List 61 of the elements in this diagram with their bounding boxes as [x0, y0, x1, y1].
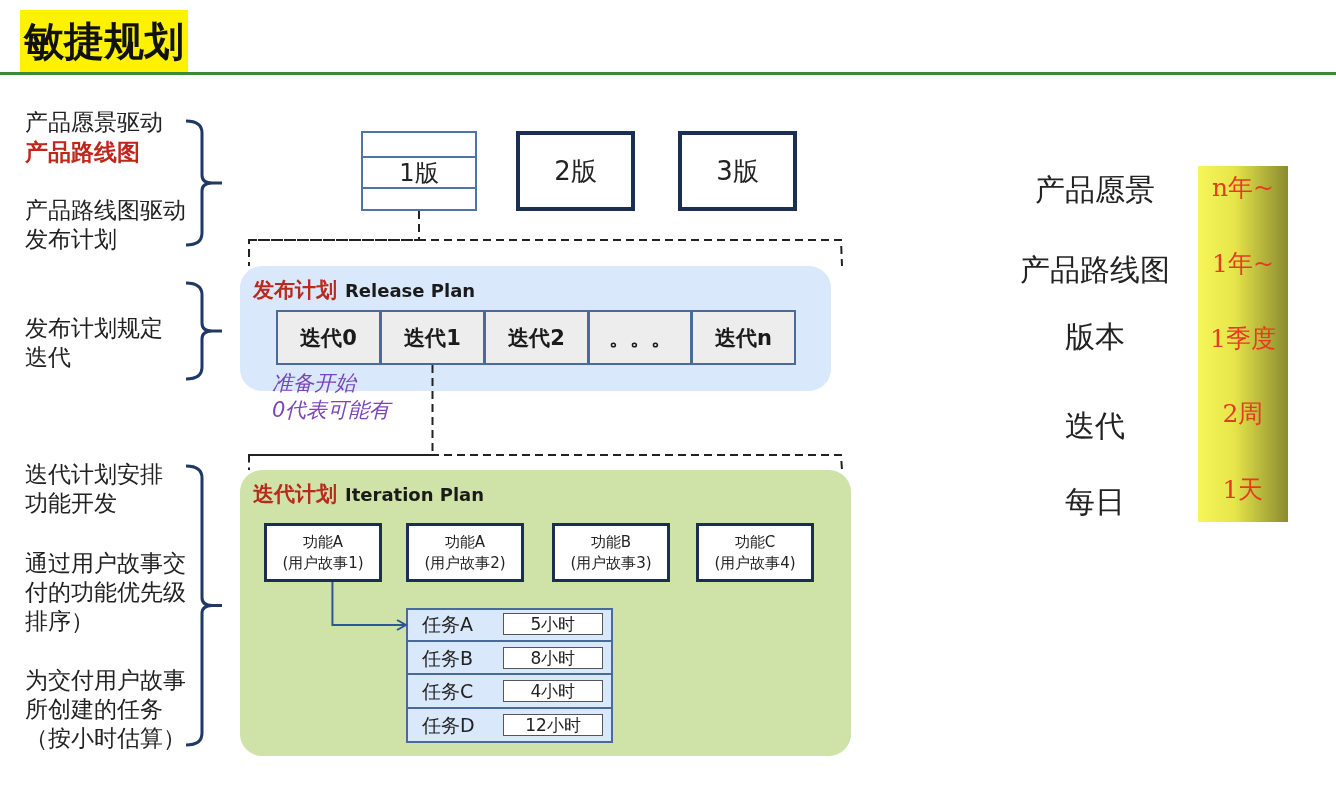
panel-heading: 迭代计划 [253, 482, 337, 506]
scale-label: 产品路线图 [1019, 251, 1171, 289]
task-table [406, 608, 613, 743]
page-title: 敏捷规划 [20, 10, 188, 72]
duration-label: 1天 [1221, 474, 1265, 506]
estimate-field: 4小时 [503, 680, 603, 702]
feature-box [264, 523, 382, 582]
feature-box [552, 523, 670, 582]
duration-label: 1季度 [1209, 323, 1277, 355]
note-text: 迭代计划安排功能开发 [25, 460, 164, 518]
iteration-label: 。。。 [608, 324, 672, 352]
note-text: 发布计划规定迭代 [25, 314, 164, 372]
iteration-cell [380, 310, 485, 365]
scale-label: 每日 [1064, 483, 1126, 521]
duration-label: 2周 [1221, 398, 1265, 430]
note-text: 为交付用户故事所创建的任务（按小时估算） [25, 666, 187, 753]
task-name: 任务B [422, 646, 474, 671]
note-text: 产品路线图 [25, 138, 141, 167]
version-label: 3版 [716, 154, 759, 188]
dashed-connector [248, 210, 420, 267]
note-text: 产品愿景驱动 [25, 108, 164, 137]
version-label: 1版 [398, 160, 440, 186]
note-text: 产品路线图驱动发布计划 [25, 196, 187, 254]
task-name: 任务D [422, 713, 475, 738]
iteration-cell [588, 310, 692, 365]
feature-label: 功能C (用户故事4) [713, 531, 797, 574]
panel-heading: Iteration Plan [345, 484, 485, 505]
panel-heading: 发布计划 [253, 278, 337, 302]
estimate-field: 8小时 [503, 647, 603, 669]
task-name: 任务C [422, 679, 474, 704]
estimate-field: 5小时 [503, 613, 603, 635]
duration-label: n年~ [1210, 172, 1276, 204]
panel-heading: Release Plan [345, 280, 476, 301]
version-box [678, 131, 797, 211]
feature-box [406, 523, 524, 582]
version-label: 2版 [554, 154, 597, 188]
scale-label: 版本 [1064, 318, 1126, 356]
iteration-label: 迭代0 [300, 324, 357, 352]
scale-label: 产品愿景 [1034, 171, 1156, 209]
iteration-label: 迭代2 [508, 324, 565, 352]
iteration-label: 迭代n [715, 324, 772, 352]
duration-label: 1年~ [1211, 248, 1275, 280]
task-name: 任务A [422, 612, 473, 637]
iteration-cell [484, 310, 589, 365]
feature-label: 功能A (用户故事2) [423, 531, 507, 574]
iteration-label: 迭代1 [404, 324, 461, 352]
plan-panel [240, 470, 851, 756]
note-text: 准备开始 0代表可能有 [272, 370, 394, 424]
duration-bar [1198, 166, 1288, 522]
iteration-cell [276, 310, 381, 365]
feature-label: 功能B (用户故事3) [569, 531, 653, 574]
feature-box [696, 523, 814, 582]
dashed-connector [248, 364, 434, 471]
version-box [361, 131, 477, 211]
estimate-field: 12小时 [503, 714, 603, 736]
note-text: 通过用户故事交付的功能优先级排序） [25, 549, 187, 636]
feature-label: 功能A (用户故事1) [281, 531, 365, 574]
scale-label: 迭代 [1064, 407, 1126, 445]
iteration-cell [691, 310, 796, 365]
arrow [331, 581, 407, 631]
version-box [516, 131, 635, 211]
